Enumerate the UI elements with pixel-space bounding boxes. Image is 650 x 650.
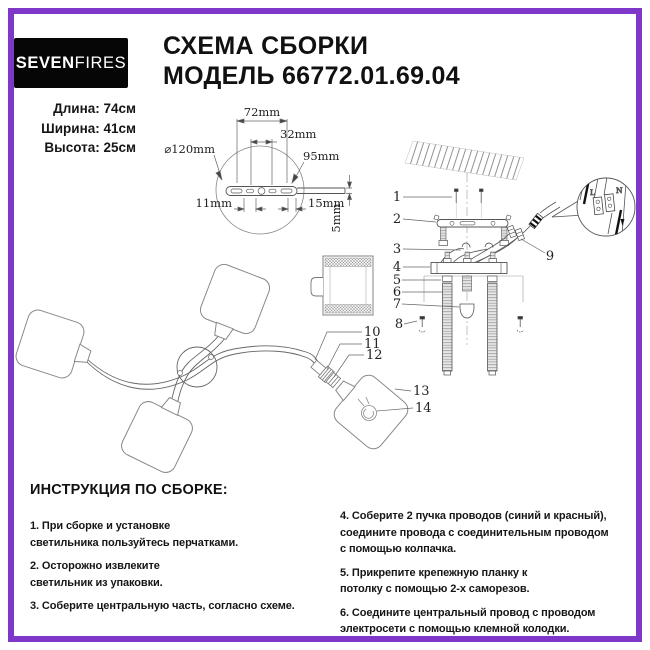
instruction-step-2: 2. Осторожно извлеките светильник из упа… xyxy=(30,560,163,589)
instruction-step-5: 5. Прикрепите крепежную планку к потолку… xyxy=(340,566,530,596)
instruction-step-4: 4. Соберите 2 пучка проводов (синий и кр… xyxy=(340,510,609,555)
assembly-instructions: ИНСТРУКЦИЯ ПО СБОРКЕ: 1. При сборке и ус… xyxy=(30,482,628,645)
title-line-2: МОДЕЛЬ 66772.01.69.04 xyxy=(163,62,460,90)
dim-15mm: 15mm xyxy=(308,196,345,210)
instruction-step-3: 3. Соберите центральную часть, согласно … xyxy=(30,600,295,612)
page-title: СХЕМА СБОРКИ МОДЕЛЬ 66772.01.69.04 xyxy=(163,31,460,91)
mount-part-numbers: 1 2 3 4 5 6 7 8 9 xyxy=(393,190,554,332)
spec-width: Ширина: 41см xyxy=(41,120,136,136)
part-number-5: 5 xyxy=(393,273,401,288)
mount-leader-lines xyxy=(401,196,546,325)
part-number-3: 3 xyxy=(393,242,401,257)
lamp-shade-top xyxy=(192,261,273,349)
ceiling-hatch xyxy=(404,140,525,181)
logo-text-light: FIRES xyxy=(74,53,127,72)
instruction-step-1: 1. При сборке и установке светильника по… xyxy=(30,520,239,549)
mounting-bar xyxy=(433,214,512,246)
central-cup xyxy=(459,303,475,319)
lamp-leader-lines xyxy=(314,331,414,412)
self-tapping-screws xyxy=(418,316,524,333)
terminal-label-n: N xyxy=(616,186,623,195)
logo-text-bold: SEVEN xyxy=(15,53,75,72)
instructions-title: ИНСТРУКЦИЯ ПО СБОРКЕ: xyxy=(30,482,228,498)
part-number-13: 13 xyxy=(413,384,430,399)
part-number-8: 8 xyxy=(395,317,403,332)
part-number-9: 9 xyxy=(546,249,554,264)
bracket-dimension-drawing: 72mm 32mm ⌀120mm 95mm 11mm 15mm 5mm xyxy=(164,105,352,235)
part-number-4: 4 xyxy=(393,260,401,275)
terminal-label-l: L xyxy=(590,188,595,197)
canopy-plate xyxy=(423,251,524,302)
instructions-column-right: 4. Соберите 2 пучка проводов (синий и кр… xyxy=(340,508,628,645)
wire-connector xyxy=(528,212,544,230)
wire-plugs xyxy=(506,201,561,242)
threaded-rods xyxy=(442,282,498,376)
central-body xyxy=(176,346,218,388)
mount-screws xyxy=(454,188,484,218)
instructions-column-left: 1. При сборке и установке светильника по… xyxy=(30,508,326,622)
tube-cross-section xyxy=(310,255,374,316)
part-number-2: 2 xyxy=(393,212,401,227)
lamp-shade-bottom xyxy=(117,386,202,477)
part-number-11: 11 xyxy=(364,337,381,352)
spec-height: Высота: 25см xyxy=(44,140,136,155)
part-number-12: 12 xyxy=(366,348,383,363)
socket-assembly xyxy=(310,359,342,389)
part-number-6: 6 xyxy=(393,285,401,300)
part-number-7: 7 xyxy=(393,297,401,312)
bulb xyxy=(357,396,377,421)
dim-72mm: 72mm xyxy=(244,105,281,119)
dim-5mm: 5mm xyxy=(329,203,343,232)
part-number-1: 1 xyxy=(393,190,401,205)
dim-11mm: 11mm xyxy=(196,196,233,210)
dim-120mm: ⌀120mm xyxy=(164,142,215,156)
terminal-detail-bubble: L N xyxy=(551,177,636,237)
dim-95mm: 95mm xyxy=(303,149,340,163)
spec-dimensions: Длина: 74см Ширина: 41см Высота: 25см xyxy=(20,99,136,158)
lamp-part-numbers: 10 11 12 13 14 xyxy=(364,325,432,416)
lamp-shade-left xyxy=(12,306,99,385)
ceiling-mount-diagram: L N xyxy=(401,140,636,376)
title-line-1: СХЕМА СБОРКИ xyxy=(163,32,369,60)
spec-length: Длина: 74см xyxy=(53,101,136,116)
chandelier-drawing xyxy=(12,255,414,477)
part-number-14: 14 xyxy=(415,401,432,416)
dim-32mm: 32mm xyxy=(280,127,317,141)
instruction-step-6: 6. Соедините центральный провод с провод… xyxy=(340,606,596,636)
part-number-10: 10 xyxy=(364,325,381,340)
